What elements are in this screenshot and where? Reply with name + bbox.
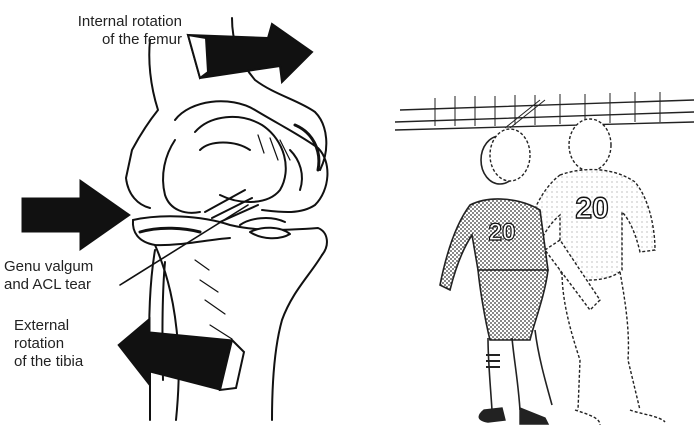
back-player-number: 20 xyxy=(575,192,608,225)
tibial-plateau xyxy=(133,216,327,255)
soccer-scene xyxy=(395,92,694,425)
goal-net xyxy=(395,100,694,130)
femur-shaft xyxy=(126,40,158,208)
label-line: Genu valgum xyxy=(4,258,128,276)
femoral-condyle xyxy=(175,101,327,212)
label-genu-valgum-acl: Genu valgum and ACL tear xyxy=(4,258,128,294)
arrow-right-icon xyxy=(22,180,130,250)
label-line: of the femur xyxy=(36,31,182,49)
acl-ligament xyxy=(205,190,258,222)
label-line: rotation xyxy=(14,335,124,353)
label-line: Internal rotation xyxy=(36,13,182,31)
label-line: and ACL tear xyxy=(4,276,128,294)
label-internal-rotation-femur: Internal rotation of the femur xyxy=(36,13,182,49)
tibia-rotation-arrow-icon xyxy=(118,318,244,390)
label-line: External xyxy=(14,317,124,335)
label-line: of the tibia xyxy=(14,353,124,371)
front-player-number: 20 xyxy=(489,219,516,246)
label-external-rotation-tibia: External rotation of the tibia xyxy=(14,317,124,371)
